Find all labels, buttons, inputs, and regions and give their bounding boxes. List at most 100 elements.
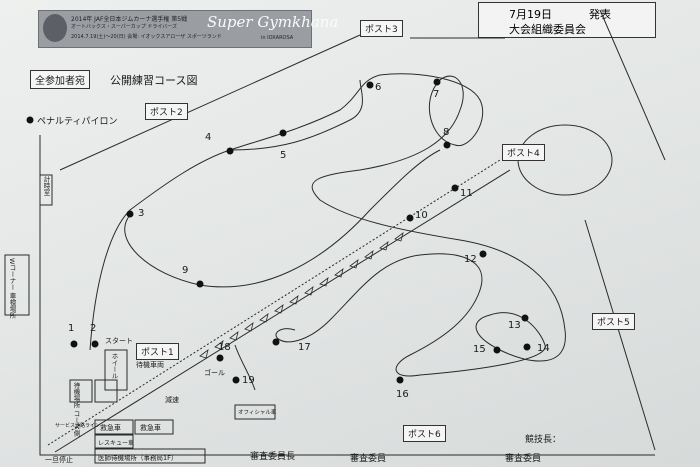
jaf-seal-icon xyxy=(43,14,67,42)
cone-dot-18 xyxy=(216,354,224,362)
cone-number-9: 9 xyxy=(182,265,189,276)
venue-right-edge xyxy=(599,9,666,161)
cone-dot-13 xyxy=(521,314,529,322)
cone-number-12: 12 xyxy=(464,254,477,265)
cone-dot-17 xyxy=(272,338,280,346)
cone-dot-16 xyxy=(396,376,404,384)
header-line-1: 2014年 JAF全日本ジムカーナ選手権 第5戦 xyxy=(71,16,188,23)
rescue-truck-label: レスキュー車 xyxy=(98,440,135,447)
venue-top-edge xyxy=(59,34,361,171)
pylon-triangle xyxy=(229,331,239,341)
venue-boundary xyxy=(39,135,655,456)
cone-number-3: 3 xyxy=(138,208,145,219)
cone-number-14: 14 xyxy=(537,343,550,354)
brand-logo: Super Gymkhana xyxy=(207,13,339,31)
stop-label: 一旦停止 xyxy=(45,456,73,464)
judge-2-label: 審査委員 xyxy=(505,454,542,464)
cone-number-7: 7 xyxy=(433,89,440,100)
cone-dot-14 xyxy=(523,343,531,351)
announce-date: 7月19日 xyxy=(509,8,552,21)
pylon-triangle xyxy=(334,268,344,278)
cone-dots xyxy=(26,78,531,384)
ambulance-label: 救急車 xyxy=(100,424,121,432)
pylon-triangle xyxy=(364,250,374,260)
cone-dot-15 xyxy=(493,346,501,354)
cone-number-17: 17 xyxy=(298,342,311,353)
cone-number-15: 15 xyxy=(473,344,486,355)
cone-dot-6 xyxy=(366,81,374,89)
penalty-pylon-legend-dot xyxy=(26,116,34,124)
pylon-triangle xyxy=(304,286,314,296)
judge-1-label: 審査委員 xyxy=(350,454,387,464)
rescue-box xyxy=(134,419,174,435)
post-2-box: ポスト2 xyxy=(145,103,188,120)
post-5-box: ポスト5 xyxy=(592,313,635,330)
cone-number-1: 1 xyxy=(68,323,75,334)
rescue-label: 救急車 xyxy=(140,424,161,432)
cone-dot-12 xyxy=(479,250,487,258)
rescue-truck-box xyxy=(94,434,134,449)
post-1-box: ポスト1 xyxy=(136,343,179,360)
waiting-area-label: 待機場所 コース側 xyxy=(72,382,80,437)
timing-room-box xyxy=(39,174,53,206)
waiting-vehicle-label: 待機車両 xyxy=(136,361,164,369)
cone-number-16: 16 xyxy=(396,389,409,400)
wheel-label: ホイール xyxy=(110,353,118,379)
header-line-2: オートバックス・スーパーカップ ドライバーズ xyxy=(71,24,178,30)
cone-dot-19 xyxy=(232,376,240,384)
wheel-box xyxy=(104,349,128,391)
ambulance-box xyxy=(94,419,134,435)
medical-box xyxy=(94,448,206,464)
competition-director-label: 競技長： xyxy=(525,435,562,445)
deceleration-label: 減速 xyxy=(165,396,179,404)
goal-label: ゴール xyxy=(204,369,225,377)
official-car-box xyxy=(234,404,276,420)
cone-dot-3 xyxy=(126,210,134,218)
cone-number-2: 2 xyxy=(90,323,97,334)
venue-right-side xyxy=(584,219,656,451)
header-line-3: 2014.7.19(土)〜20(日) 会場: イオックスアローザ スポーツランド xyxy=(71,34,222,40)
course-line-4 xyxy=(234,344,256,391)
cone-number-5: 5 xyxy=(280,150,287,161)
organizing-committee: 大会組織委員会 xyxy=(509,23,586,36)
audience-label: 全参加者宛 xyxy=(30,70,90,89)
pylon-triangle xyxy=(214,340,224,350)
event-header-banner: 2014年 JAF全日本ジムカーナ選手権 第5戦 オートバックス・スーパーカップ… xyxy=(38,10,338,48)
w-corner-label: Wコーナー 車検場所 xyxy=(8,258,16,319)
post-4-box: ポスト4 xyxy=(502,144,545,161)
cone-dot-10 xyxy=(406,214,414,222)
pylon-triangle xyxy=(259,313,269,323)
cone-number-19: 19 xyxy=(242,375,255,386)
cone-dot-4 xyxy=(226,147,234,155)
course-line-2 xyxy=(124,149,441,288)
cone-dot-9 xyxy=(196,280,204,288)
cone-number-4: 4 xyxy=(205,132,212,143)
pylon-triangle xyxy=(199,349,209,359)
pylon-triangle xyxy=(394,232,404,242)
service-lane-label: サービス通路ライン xyxy=(55,423,101,429)
cone-number-8: 8 xyxy=(443,127,450,138)
cone-dot-2 xyxy=(91,340,99,348)
pylon-triangle xyxy=(289,295,299,305)
judge-chief-label: 審査委員長 xyxy=(250,452,296,462)
official-car-label: オフィシャル車 xyxy=(238,410,277,416)
pylon-triangle xyxy=(319,277,329,287)
parking-box-1 xyxy=(69,379,93,403)
timing-room-label: 計時室 xyxy=(42,176,50,196)
pylon-triangle xyxy=(244,322,254,332)
cone-number-6: 6 xyxy=(375,82,382,93)
cone-number-10: 10 xyxy=(415,210,428,221)
announcement-box: 7月19日 発表 大会組織委員会 xyxy=(478,2,656,38)
course-line xyxy=(89,73,566,377)
post-3-box: ポスト3 xyxy=(360,20,403,37)
brand-sub: in IOXAROSA xyxy=(261,35,294,41)
cone-dot-5 xyxy=(279,129,287,137)
w-corner-box xyxy=(4,254,30,316)
pylon-triangle xyxy=(274,304,284,314)
course-line-3 xyxy=(229,79,363,151)
service-lane-line-2 xyxy=(54,169,511,453)
cone-number-18: 18 xyxy=(218,342,231,353)
cone-dot-8 xyxy=(443,141,451,149)
